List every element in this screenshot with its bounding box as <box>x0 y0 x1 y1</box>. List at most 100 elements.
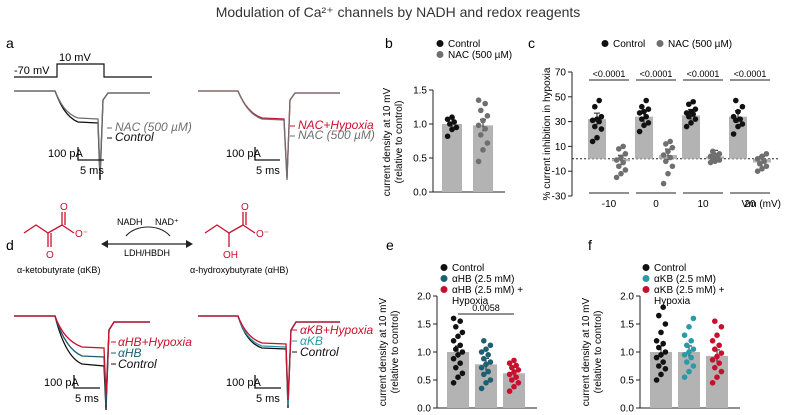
panel-d-scheme: O O O⁻ α-ketobutyrate (αKB) NADH NAD⁺ LD… <box>17 202 288 275</box>
y-axis-label: (relative to control) <box>394 101 405 184</box>
trace-label-akb-hypoxia: αKB+Hypoxia <box>300 323 374 337</box>
data-point <box>712 318 718 325</box>
data-point <box>690 346 697 353</box>
data-point <box>459 349 466 355</box>
data-point <box>656 312 662 319</box>
data-point <box>506 360 513 367</box>
data-point <box>707 153 714 160</box>
data-point <box>718 324 725 330</box>
data-point <box>459 329 466 336</box>
data-point <box>683 110 690 116</box>
data-point <box>487 377 494 383</box>
x-axis-label: Vm (mV) <box>742 199 781 210</box>
ahb-structure <box>242 224 256 234</box>
data-point <box>451 119 458 125</box>
y-axis-label: current density at 10 mV <box>378 297 389 406</box>
data-point <box>739 103 746 110</box>
atom-label: OH <box>223 250 238 261</box>
data-point <box>487 342 494 349</box>
data-point <box>662 321 669 327</box>
data-point <box>478 107 484 114</box>
legend-label: αKB (2.5 mM) <box>654 274 716 285</box>
data-point <box>511 383 517 390</box>
data-point <box>665 170 671 177</box>
data-point <box>714 374 720 381</box>
data-point <box>622 151 629 157</box>
data-point <box>483 380 489 386</box>
data-point <box>478 364 485 371</box>
y-tick-label: 1.5 <box>620 320 634 331</box>
legend-label: Control <box>613 39 645 50</box>
data-point <box>481 371 487 378</box>
data-point <box>641 108 647 115</box>
data-point <box>483 361 489 368</box>
data-point <box>459 370 466 377</box>
panel-label-d: d <box>6 237 14 253</box>
data-point <box>618 154 624 161</box>
data-point <box>620 159 626 166</box>
data-point <box>455 333 461 340</box>
data-point <box>592 123 598 130</box>
data-point <box>761 158 767 165</box>
data-point <box>759 153 765 160</box>
data-point <box>485 352 492 358</box>
ahb-label: α-hydroxybutyrate (αHB) <box>190 265 288 275</box>
panel-label-e: e <box>386 237 394 253</box>
trace-label-nac-2: NAC (500 µM) <box>298 128 375 142</box>
data-point <box>515 380 522 386</box>
legend-marker <box>436 40 444 47</box>
data-point <box>688 338 694 344</box>
data-point <box>511 369 517 375</box>
data-point <box>484 140 491 146</box>
x-tick-label: -10 <box>602 199 617 210</box>
data-point <box>718 368 725 375</box>
legend-label: Control <box>448 39 480 50</box>
data-point <box>509 364 515 371</box>
data-point <box>709 357 716 363</box>
data-point <box>643 97 649 104</box>
bar <box>635 116 653 159</box>
y-tick-label: 0.5 <box>620 376 634 387</box>
y-tick-label: 2.0 <box>620 292 634 303</box>
data-point <box>667 138 673 145</box>
data-point <box>478 349 485 355</box>
bar <box>650 352 672 408</box>
data-point <box>613 174 620 181</box>
y-tick-label: 1.5 <box>417 320 431 331</box>
cofactor-nadh: NADH <box>117 217 143 227</box>
data-point <box>475 158 482 165</box>
panel-label-f: f <box>588 237 592 253</box>
data-point <box>686 368 692 375</box>
scale-bar <box>73 375 100 389</box>
scale-bar <box>254 147 280 161</box>
data-point <box>757 160 763 167</box>
data-point <box>667 154 673 161</box>
legend-marker <box>642 275 650 282</box>
y-axis-label: % current inhibition in hypoxia <box>542 67 553 200</box>
data-point <box>730 131 737 137</box>
y-tick-label: 70 <box>555 68 567 79</box>
data-point <box>594 134 600 141</box>
data-point <box>613 157 620 163</box>
p-value: <0.0001 <box>640 69 673 79</box>
trace-label-ahb-hypoxia: αHB+Hypoxia <box>118 335 192 349</box>
data-point <box>598 126 605 132</box>
y-tick-label: 0.0 <box>620 404 634 415</box>
data-point <box>660 180 667 187</box>
atom-label: O <box>60 202 68 213</box>
legend-marker <box>440 264 448 271</box>
data-point <box>450 355 457 362</box>
scale-time-label: 5 ms <box>256 393 280 405</box>
trace-label-control-d2: Control <box>300 345 339 359</box>
data-point <box>716 342 722 349</box>
data-point <box>620 143 626 150</box>
voltage-protocol <box>14 63 152 78</box>
data-point <box>453 324 459 330</box>
data-point <box>660 152 667 158</box>
data-point <box>481 338 487 344</box>
data-point <box>485 368 492 375</box>
data-point <box>639 103 645 110</box>
data-point <box>733 97 739 104</box>
